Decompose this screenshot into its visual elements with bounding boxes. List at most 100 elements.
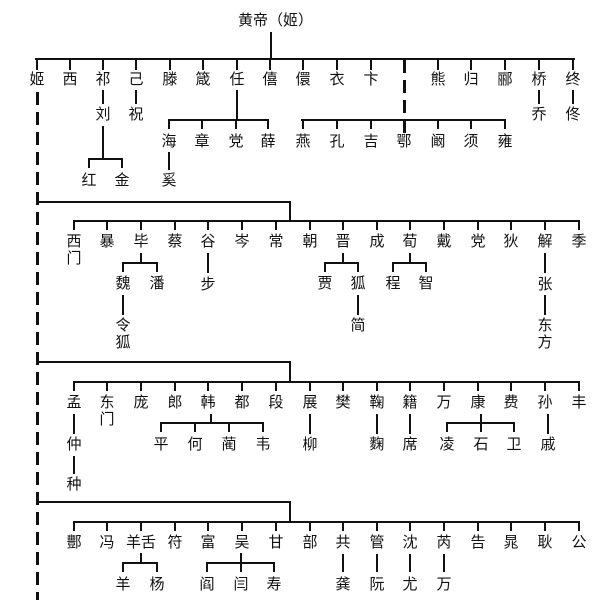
node-zhu: 祝 [128, 105, 144, 123]
connector [309, 381, 311, 391]
tier4-node: 符 [167, 533, 183, 551]
tier4-bar [73, 521, 579, 523]
tier4-node: 沈 [402, 533, 418, 551]
connector [513, 422, 515, 432]
connector [73, 521, 75, 531]
node-hu: 狐 [350, 274, 366, 292]
node-xi: 奚 [161, 171, 177, 189]
tier3-node: 都 [234, 393, 250, 411]
tier2-node: 成 [369, 232, 385, 250]
tier3-link [36, 361, 290, 363]
tier3-node: 鞠 [369, 393, 385, 411]
connector [73, 414, 75, 434]
connector [302, 58, 304, 70]
connector [376, 414, 378, 434]
connector [140, 220, 142, 230]
main-trunk-dashed [36, 92, 39, 600]
node-qu: 麴 [369, 435, 385, 453]
connector [437, 119, 439, 129]
han-child: 韦 [255, 435, 271, 453]
connector [376, 220, 378, 230]
tier4-node: 甘 [268, 533, 284, 551]
connector [140, 521, 142, 531]
connector [122, 295, 124, 315]
tier1-node: 箴 [195, 70, 211, 88]
connector [156, 262, 158, 272]
node-dongfang: 东方 [537, 316, 553, 351]
bar [160, 422, 264, 424]
connector [409, 521, 411, 531]
connector [135, 58, 137, 70]
ren-bar [168, 119, 269, 121]
qi-connector [102, 90, 104, 104]
tier1-node: 姬 [29, 70, 45, 88]
connector [578, 381, 580, 391]
connector [106, 381, 108, 391]
connector [403, 58, 405, 70]
node-zhi: 智 [418, 274, 434, 292]
bar [324, 262, 359, 264]
tier2-node: 谷 [200, 232, 216, 250]
connector [309, 521, 311, 531]
tier3-drop [289, 361, 291, 381]
tier4-link [36, 501, 290, 503]
node-hai: 海 [161, 132, 177, 150]
connector [73, 381, 75, 391]
node-zhang: 章 [194, 132, 210, 150]
connector [510, 381, 512, 391]
connector [106, 521, 108, 531]
connector [409, 554, 411, 572]
tier3-node: 段 [268, 393, 284, 411]
connector [538, 58, 540, 70]
connector [140, 253, 142, 262]
tier1-node: 西 [62, 70, 78, 88]
tier2-node: 季 [571, 232, 587, 250]
wu-child: 寿 [266, 575, 282, 593]
connector [240, 562, 242, 572]
connector [392, 262, 394, 272]
tier2-bar [73, 220, 579, 222]
connector [477, 521, 479, 531]
tier4-child: 龚 [335, 575, 351, 593]
node-qi: 戚 [540, 435, 556, 453]
connector [376, 521, 378, 531]
connector [446, 422, 448, 432]
connector [207, 220, 209, 230]
tier4-child: 万 [436, 575, 452, 593]
node-liu: 刘 [95, 105, 111, 123]
tick [102, 148, 104, 158]
node-qiao: 乔 [531, 105, 547, 123]
tier1-sep-dashed [403, 60, 406, 138]
node-zhang2: 张 [537, 275, 553, 293]
tier2-node: 荀 [402, 232, 418, 250]
connector [206, 562, 208, 572]
connector [370, 58, 372, 70]
root-connector [270, 32, 272, 58]
node-linghu: 令狐 [115, 316, 131, 351]
connector [357, 295, 359, 315]
connector [470, 119, 472, 129]
connector [73, 456, 75, 474]
tier2-node: 暴 [99, 232, 115, 250]
connector [302, 119, 304, 129]
connector [357, 262, 359, 272]
connector [174, 220, 176, 230]
connector [140, 553, 142, 562]
tier3-node: 展 [302, 393, 318, 411]
tier4-node: 耿 [537, 533, 553, 551]
tier4-node: 酆 [66, 533, 82, 551]
node-jin: 金 [114, 171, 130, 189]
connector [470, 58, 472, 70]
tier1-node: 桥 [531, 70, 547, 88]
tick [235, 119, 237, 129]
tier4-node: 吴 [234, 533, 250, 551]
connector [122, 262, 124, 272]
connector [578, 220, 580, 230]
tier4-node: 告 [470, 533, 486, 551]
tier4-child: 阮 [369, 575, 385, 593]
tick [88, 158, 90, 168]
node-bu: 步 [200, 275, 216, 293]
node-yang2: 杨 [149, 575, 165, 593]
connector [336, 58, 338, 70]
tier3-node: 东门 [99, 393, 115, 428]
